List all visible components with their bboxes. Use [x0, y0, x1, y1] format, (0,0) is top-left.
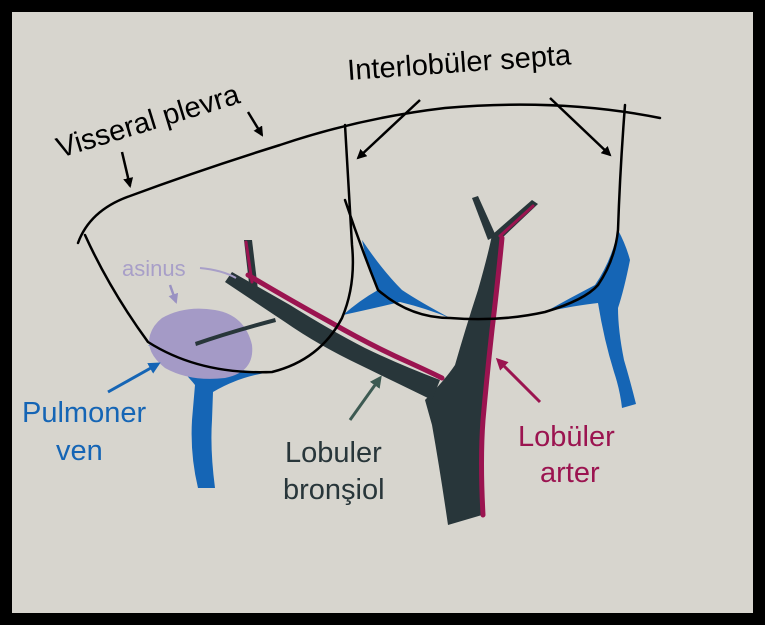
bronchiole-label-line1: Lobuler: [285, 437, 382, 469]
diagram-background: [12, 12, 753, 613]
acinus-label: asinus: [122, 256, 186, 281]
pulmonary-vein-label-line2: ven: [56, 435, 103, 467]
artery-label-line1: Lobüler: [518, 421, 615, 453]
pulmonary-vein-label-line1: Pulmoner: [22, 397, 146, 429]
artery-label-line2: arter: [540, 457, 600, 489]
bronchiole-label-line2: bronşiol: [283, 474, 385, 506]
